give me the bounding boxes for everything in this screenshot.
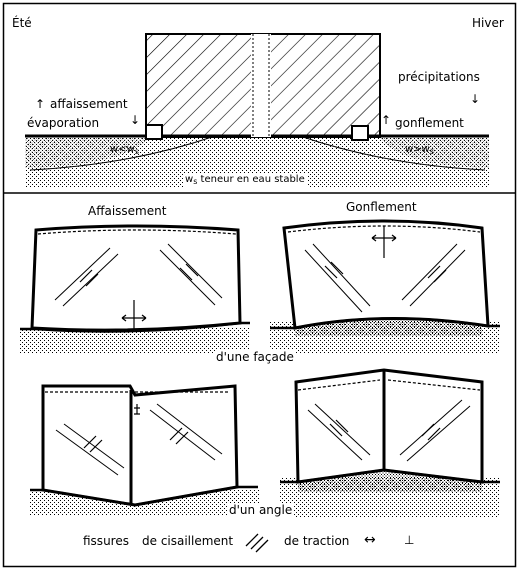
season-winter-label: Hiver xyxy=(472,16,504,30)
soil-zone-right xyxy=(380,136,489,168)
foundation-right xyxy=(351,125,369,141)
moisture-curve-right xyxy=(299,135,486,171)
crack-2 xyxy=(62,253,119,307)
crack-13 xyxy=(307,409,363,461)
crack-6 xyxy=(312,243,371,307)
building-axis xyxy=(251,34,271,137)
soil-left-label: w<ws xyxy=(110,143,139,159)
crack-3 xyxy=(159,249,216,306)
soil-left-text: w<w xyxy=(110,144,135,155)
soil-right-label: w>ws xyxy=(405,143,434,159)
soil-right-text: w>w xyxy=(405,144,430,155)
angle-right-ground xyxy=(280,468,500,484)
legend-vertical-symbol: ⊥ xyxy=(404,533,415,547)
angle-row xyxy=(30,368,500,518)
vertical-traction-symbol xyxy=(134,404,140,415)
shear-symbol xyxy=(79,269,99,287)
stable-w: w xyxy=(185,174,194,185)
legend-traction-symbol: ↔ xyxy=(364,532,376,548)
crack-4 xyxy=(167,243,223,299)
legend-shear-symbol xyxy=(245,533,269,553)
season-summer-label: Été xyxy=(12,16,32,30)
crack-14 xyxy=(314,403,371,456)
crack-8 xyxy=(401,243,458,301)
facade-right-building xyxy=(282,219,490,330)
angle-right-top-dash-2 xyxy=(387,379,481,391)
gonflement-label: gonflement xyxy=(395,116,464,130)
stable-text: teneur en eau stable xyxy=(200,174,305,185)
shear-symbol xyxy=(421,423,441,441)
shear-symbol xyxy=(329,419,349,437)
shear-symbol xyxy=(427,265,447,283)
crack-16 xyxy=(406,405,471,462)
evaporation-label: évaporation xyxy=(27,116,100,130)
angle-caption: d'un angle xyxy=(228,503,294,517)
facade-left-soil xyxy=(20,328,250,354)
angle-left-building xyxy=(41,384,239,507)
shear-symbol xyxy=(83,435,103,453)
angle-right-soil-bulge xyxy=(298,470,482,492)
affaissement-label: affaissement xyxy=(50,97,128,111)
soil-zone-left xyxy=(25,136,150,168)
traction-arrow xyxy=(371,226,397,258)
precipitations-label: précipitations xyxy=(398,70,480,84)
facade-affaissement-title: Affaissement xyxy=(88,204,167,218)
angle-left-ground xyxy=(30,485,258,507)
soil-left-sub: s xyxy=(134,147,139,156)
foundation-left xyxy=(145,124,163,140)
left-arrow-down: ↓ xyxy=(130,113,141,127)
facade-left-ground xyxy=(20,321,250,333)
angle-right-top-dash-1 xyxy=(297,379,381,391)
facade-row xyxy=(20,219,500,354)
stable-sub: s xyxy=(193,177,198,186)
right-arrow-up: ↑ xyxy=(381,113,392,127)
facade-caption: d'une façade xyxy=(215,350,295,364)
right-arrow-down: ↓ xyxy=(470,92,481,106)
legend-traction: de traction xyxy=(284,534,350,548)
crack-5 xyxy=(304,249,363,313)
crack-1 xyxy=(54,247,111,301)
crack-10 xyxy=(63,423,125,469)
crack-11 xyxy=(149,409,216,461)
top-section xyxy=(4,33,515,194)
shear-symbol xyxy=(324,261,344,279)
outer-frame xyxy=(2,2,517,568)
legend-cisaillement: de cisaillement xyxy=(142,534,234,548)
stable-water-label: ws teneur en eau stable xyxy=(183,173,307,189)
shear-symbol xyxy=(169,427,189,445)
shear-symbol xyxy=(179,263,199,281)
crack-9 xyxy=(55,429,119,476)
facade-left-building xyxy=(30,224,242,332)
legend-fissures: fissures xyxy=(83,534,129,548)
traction-arrow xyxy=(121,300,147,332)
moisture-curve-left xyxy=(29,135,216,171)
crack-12 xyxy=(156,403,223,455)
facade-gonflement-title: Gonflement xyxy=(346,200,417,214)
soil-right-sub: s xyxy=(429,147,434,156)
facade-right-ground xyxy=(270,317,500,330)
left-arrow-up: ↑ xyxy=(35,97,46,111)
